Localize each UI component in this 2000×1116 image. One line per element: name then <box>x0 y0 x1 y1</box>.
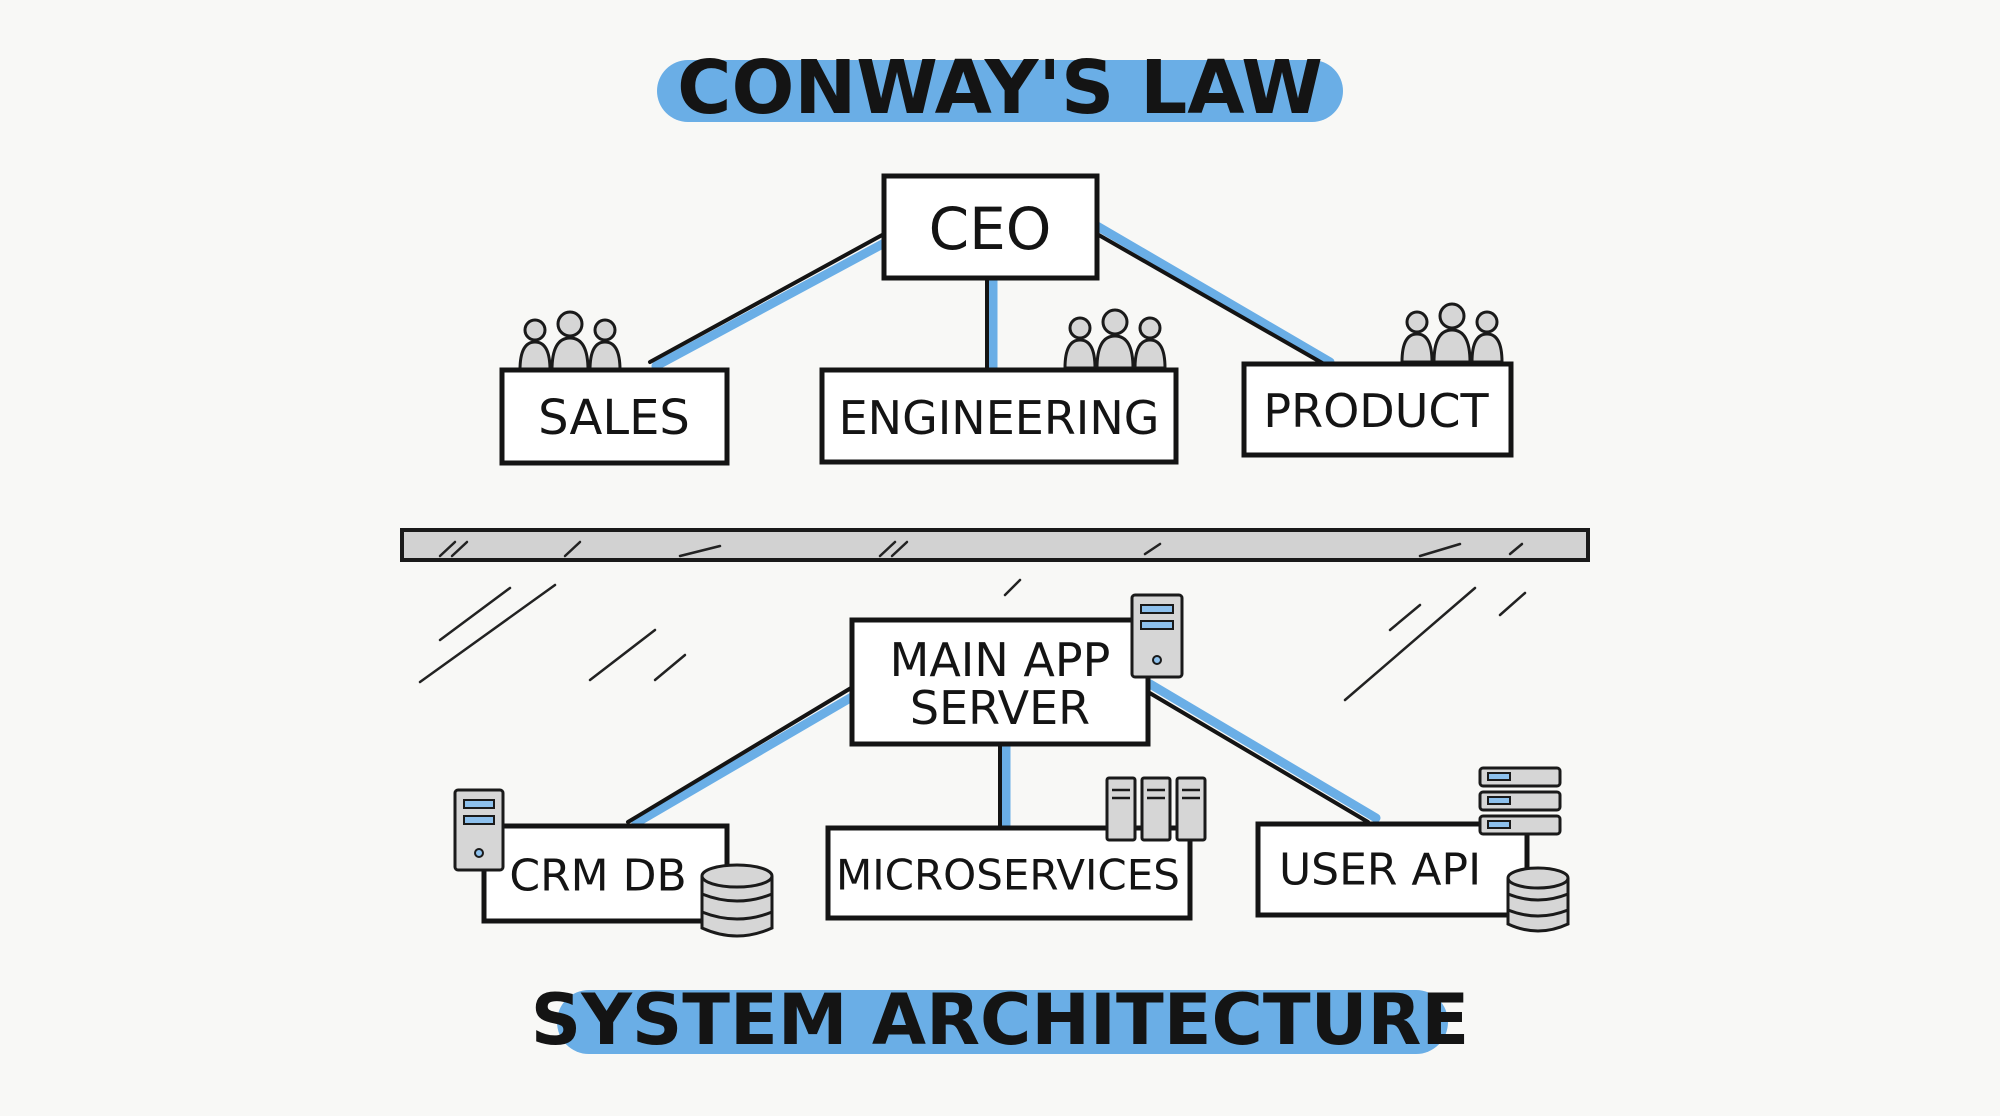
footer-highlight <box>557 990 1448 1054</box>
people-icon <box>518 310 622 372</box>
component-crm-db: CRM DB <box>481 823 730 924</box>
decorative-strokes <box>418 578 1527 702</box>
server-tower-icon <box>453 788 505 872</box>
team-sales: SALES <box>499 367 730 466</box>
component-user-api: USER API <box>1255 821 1530 918</box>
component-microservices: MICROSERVICES <box>825 825 1193 921</box>
title-banner: CONWAY'S LAW <box>657 45 1343 131</box>
org-connectors <box>648 221 1335 373</box>
page-title: CONWAY'S LAW <box>677 45 1323 131</box>
database-icon <box>1506 866 1570 933</box>
divider-bar <box>400 528 1590 562</box>
title-highlight <box>657 60 1343 122</box>
system-connectors <box>626 679 1381 831</box>
server-cluster-icon <box>1105 776 1207 842</box>
team-label: PRODUCT <box>1263 384 1489 438</box>
database-icon <box>700 863 774 938</box>
main-app-server-line1: MAIN APP <box>890 633 1111 687</box>
server-rack-icon <box>1478 766 1562 836</box>
main-app-server-node: MAIN APP SERVER <box>849 617 1151 747</box>
main-app-server-line2: SERVER <box>910 681 1090 735</box>
team-label: ENGINEERING <box>839 391 1160 445</box>
footer-banner: SYSTEM ARCHITECTURE <box>531 979 1469 1061</box>
people-icon <box>1063 308 1167 370</box>
server-tower-icon <box>1130 593 1184 679</box>
ceo-node: CEO <box>881 173 1100 281</box>
team-product: PRODUCT <box>1241 361 1514 458</box>
component-label: MICROSERVICES <box>836 851 1180 900</box>
component-label: USER API <box>1279 845 1481 896</box>
team-label: SALES <box>538 390 690 446</box>
ceo-label: CEO <box>929 195 1052 263</box>
component-label: CRM DB <box>509 851 686 902</box>
footer-title: SYSTEM ARCHITECTURE <box>531 979 1469 1061</box>
team-engineering: ENGINEERING <box>819 367 1179 465</box>
people-icon <box>1400 302 1504 364</box>
